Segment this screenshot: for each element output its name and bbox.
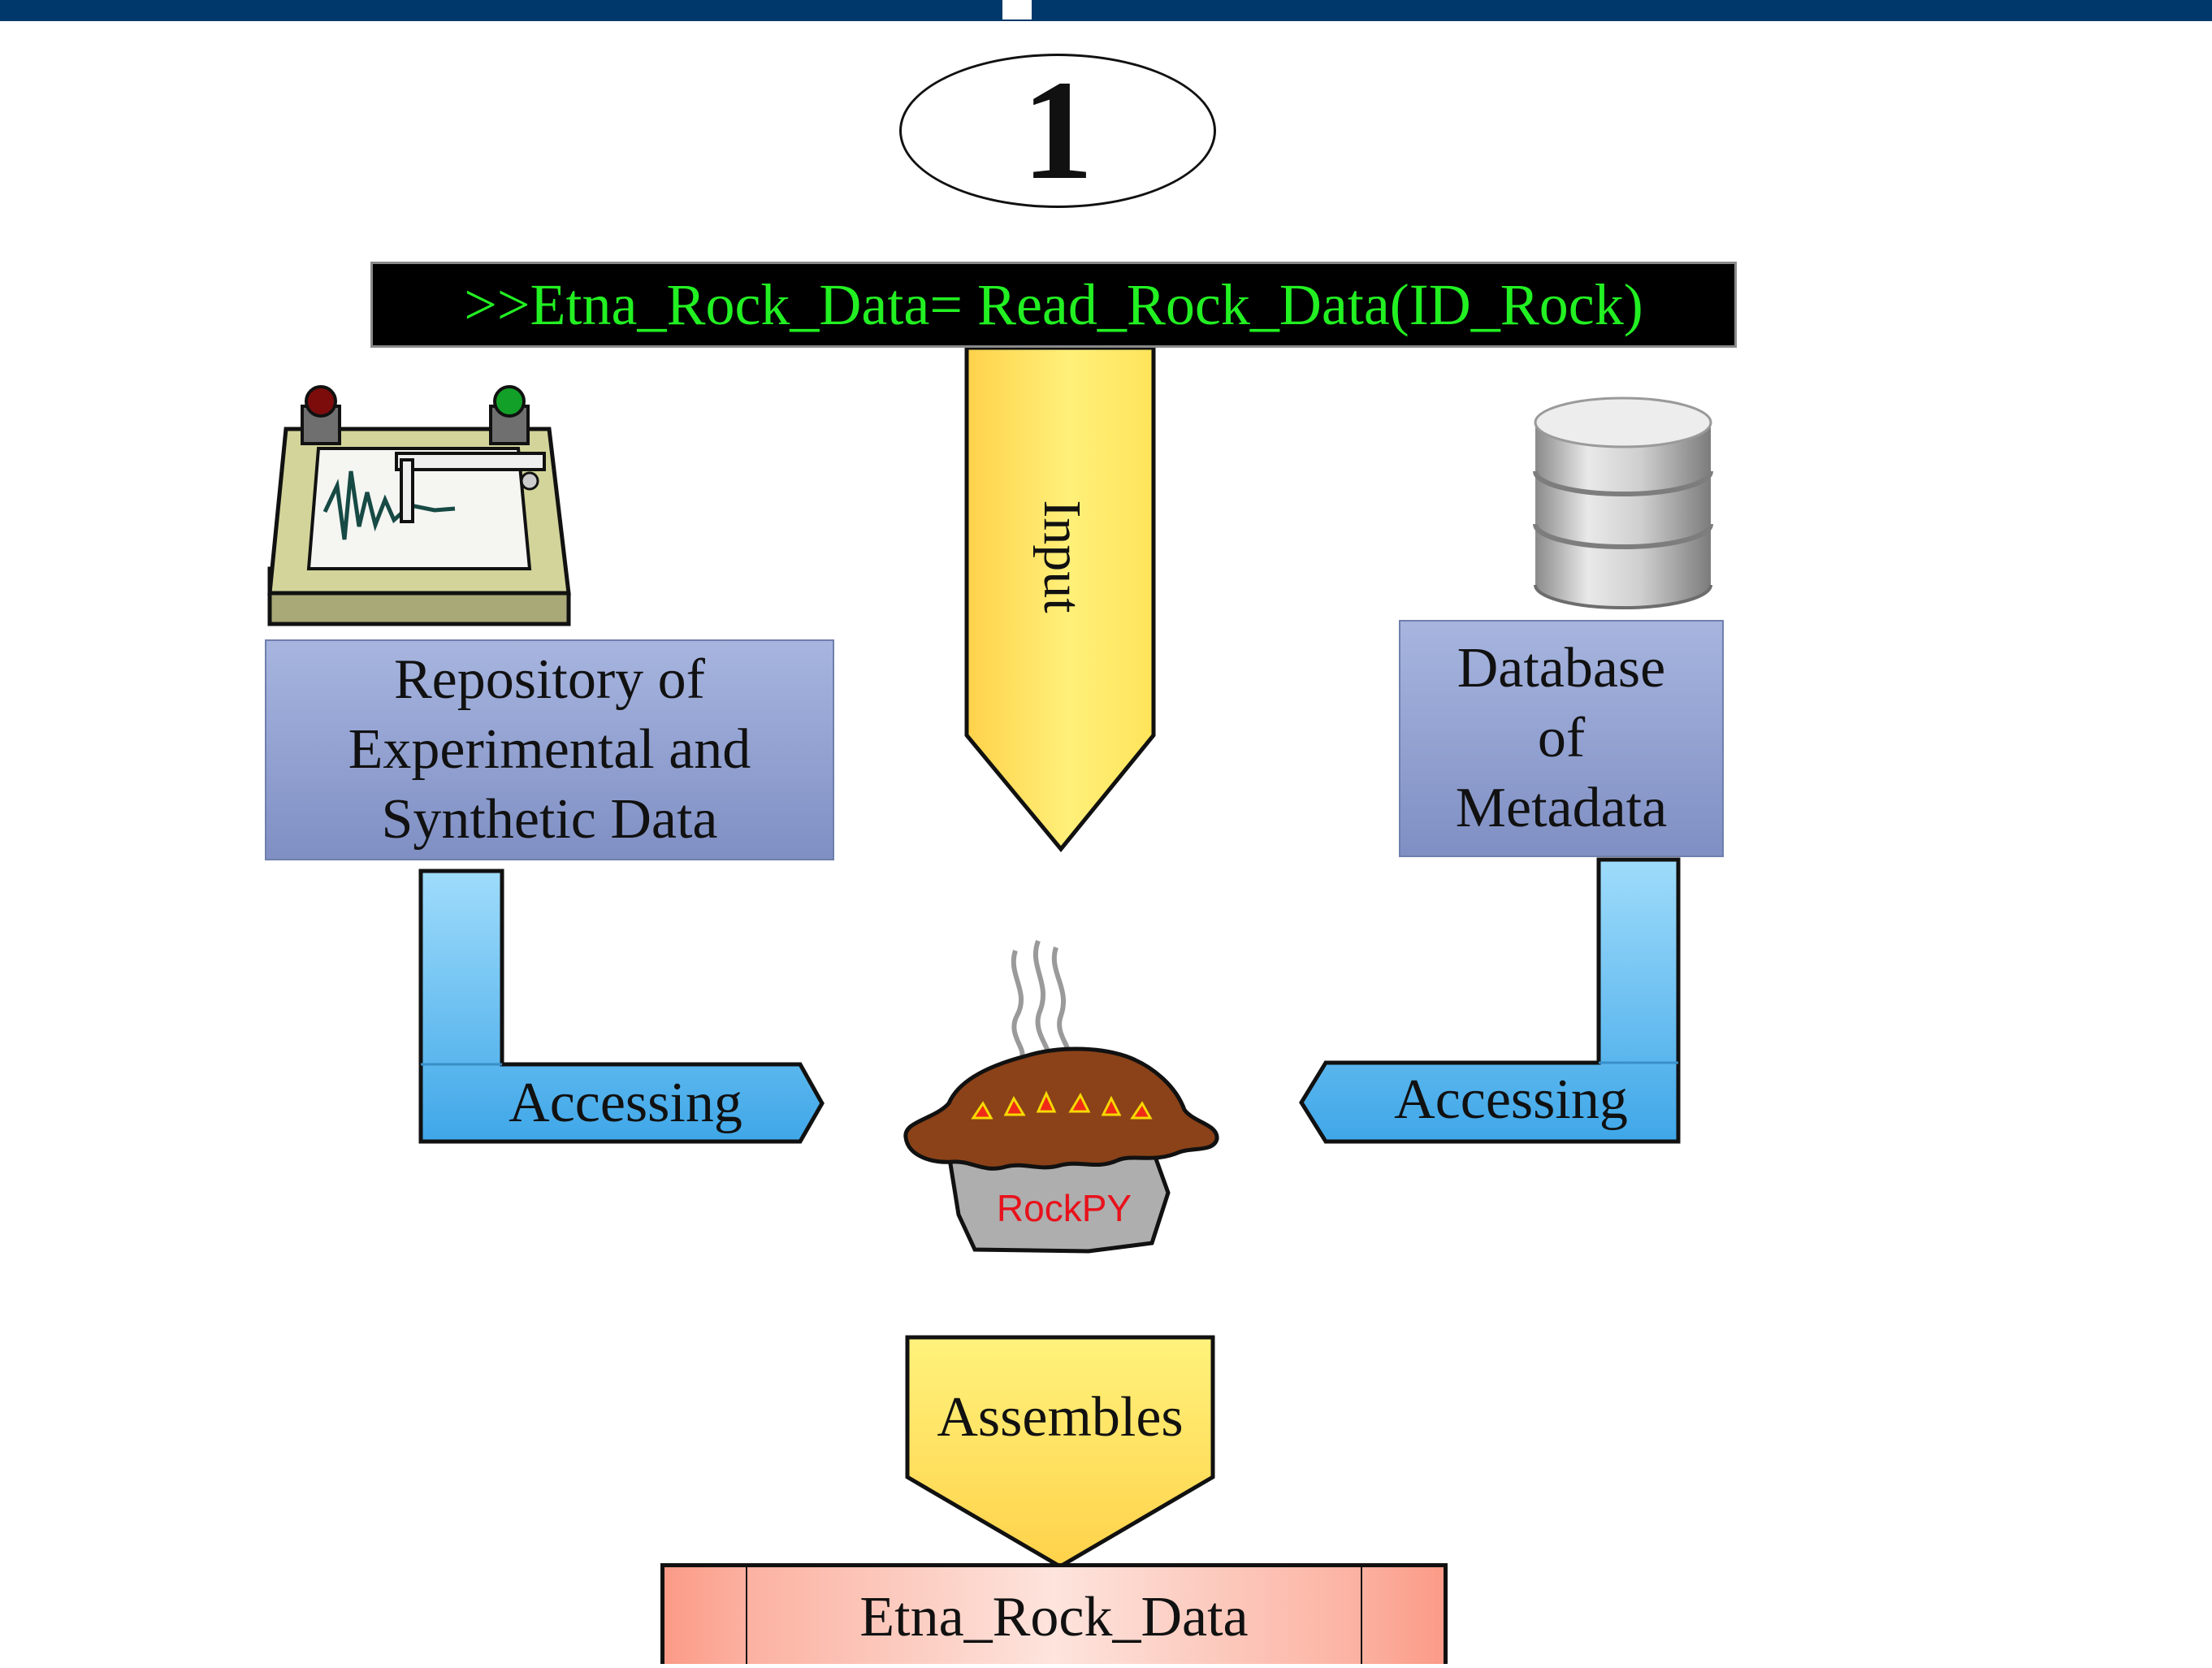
- result-box-left-segment: [664, 1567, 747, 1664]
- seismograph-icon: [267, 385, 571, 626]
- repository-label: Repository of Experimental and Synthetic…: [348, 648, 751, 851]
- database-box-bg: [1399, 620, 1724, 857]
- result-label: Etna_Rock_Data: [859, 1586, 1249, 1649]
- database-label: Database of Metadata: [1455, 636, 1668, 840]
- repository-box: Repository of Experimental and Synthetic…: [265, 639, 834, 860]
- assembles-label: Assembles: [937, 1386, 1184, 1449]
- result-box: Etna_Rock_Data: [660, 1563, 1448, 1664]
- database-box: Database of Metadata: [1399, 620, 1724, 857]
- accessing-left-arrow: [418, 869, 825, 1144]
- input-arrow-label: Input: [1032, 500, 1092, 613]
- database-icon: [1533, 396, 1713, 609]
- top-bar: [0, 0, 2212, 21]
- top-bar-notch: [1002, 0, 1032, 19]
- command-line: >>Etna_Rock_Data= Read_Rock_Data(ID_Rock…: [370, 262, 1737, 348]
- accessing-left-label: Accessing: [509, 1072, 742, 1134]
- rockpy-label: RockPY: [996, 1187, 1132, 1229]
- result-box-bg: [662, 1565, 1446, 1664]
- input-arrow: [964, 345, 1156, 852]
- accessing-right-label: Accessing: [1394, 1068, 1628, 1131]
- command-text: >>Etna_Rock_Data= Read_Rock_Data(ID_Rock…: [464, 271, 1643, 337]
- assembles-arrow: [905, 1335, 1215, 1569]
- result-box-right-segment: [1361, 1567, 1444, 1664]
- rockpy-pie-icon: [903, 939, 1219, 1254]
- repository-box-bg: [265, 639, 834, 860]
- step-number-badge: 1: [899, 54, 1216, 208]
- accessing-right-arrow: [1299, 857, 1681, 1144]
